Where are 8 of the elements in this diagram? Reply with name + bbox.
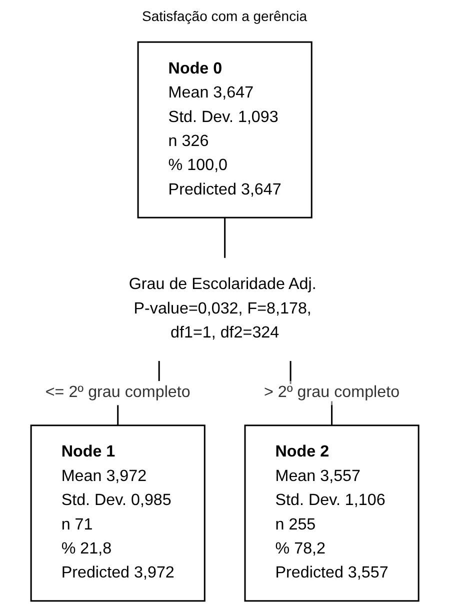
node-box: Node 2 Mean 3,557 Std. Dev. 1,106 n 255 % 78,2 Predicted 3,557	[244, 424, 420, 602]
node-text: Grau de Escolaridade Adj. P-value=0,032, F=8,178, df1=1, df2=324	[128, 276, 316, 342]
node-box: Node 0 Mean 3,647 Std. Dev. 1,093 n 326 % 100,0 Predicted 3,647	[136, 41, 312, 218]
edge-label: > 2º grau completo	[264, 384, 400, 402]
diagram-title: Satisfação com a gerência	[141, 8, 308, 24]
node-box: Node 1 Mean 3,972 Std. Dev. 0,985 n 71 % 21,8 Predicted 3,972	[30, 424, 206, 602]
edge-label: <= 2º grau completo	[45, 384, 190, 402]
connector	[224, 218, 226, 259]
